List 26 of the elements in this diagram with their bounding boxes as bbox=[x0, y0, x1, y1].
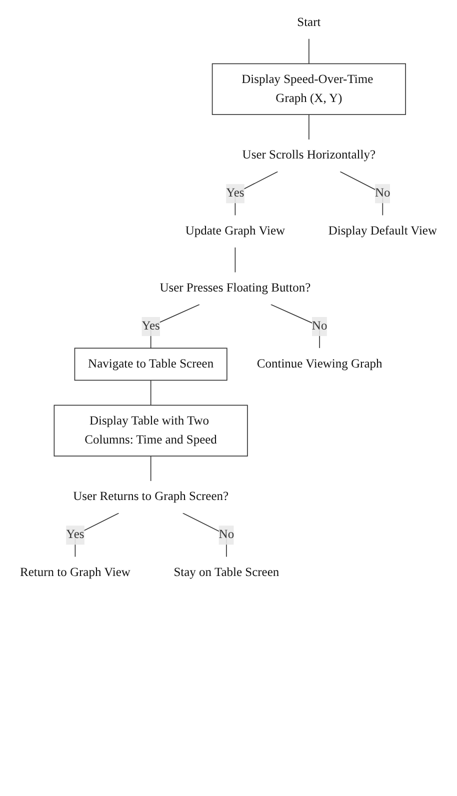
edge-label: Yes bbox=[66, 528, 84, 542]
node-text: User Returns to Graph Screen? bbox=[73, 490, 229, 504]
node-text: Display Default View bbox=[328, 224, 438, 238]
connector bbox=[308, 38, 310, 64]
connector bbox=[150, 304, 200, 349]
node-box: Display Table with Two Columns: Time and Speed bbox=[54, 404, 248, 456]
node-text: Stay on Table Screen bbox=[174, 566, 280, 580]
connector bbox=[150, 456, 152, 482]
node-box: Navigate to Table Screen bbox=[74, 348, 228, 381]
node-text: User Scrolls Horizontally? bbox=[242, 148, 376, 162]
connector bbox=[234, 246, 236, 273]
node-box: Display Speed-Over-Time Graph (X, Y) bbox=[212, 63, 406, 115]
node-text: Update Graph View bbox=[185, 224, 286, 238]
node-text: User Presses Floating Button? bbox=[160, 282, 311, 295]
edge-label: Yes bbox=[142, 319, 160, 333]
edge-label: No bbox=[218, 528, 234, 542]
edge-label: Yes bbox=[226, 186, 244, 200]
node-text: Start bbox=[297, 16, 321, 30]
edge-label: No bbox=[312, 319, 328, 333]
edge-label: No bbox=[375, 186, 390, 200]
connector bbox=[308, 114, 310, 140]
connector bbox=[74, 512, 120, 558]
connector bbox=[150, 380, 152, 406]
node-text: Return to Graph View bbox=[20, 566, 130, 580]
connector bbox=[234, 171, 278, 216]
node-text: Continue Viewing Graph bbox=[256, 357, 382, 371]
